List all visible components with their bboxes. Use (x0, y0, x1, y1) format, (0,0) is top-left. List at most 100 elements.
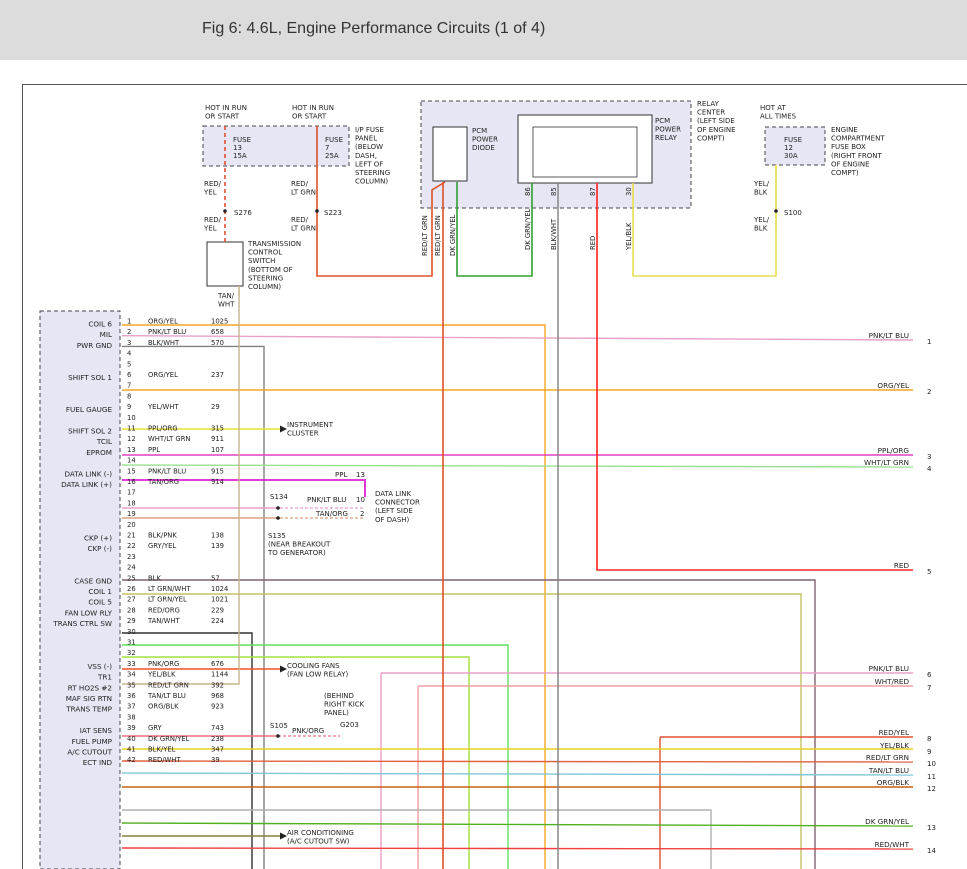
pcm-pin-number: 29 (127, 617, 136, 625)
pcm-pin-wire-color: PNK/LT BLU (148, 328, 186, 336)
relay-wire-label: RED (589, 236, 597, 250)
wire-fuel-pump (121, 822, 914, 827)
pcm-pin-wire-color: PNK/ORG (148, 660, 179, 668)
pcm-pin-circuit: 392 (211, 681, 224, 689)
pcm-pin-circuit: 57 (211, 574, 220, 582)
pcm-pin-number: 26 (127, 585, 136, 593)
air-cond-label: (A/C CUTOUT SW) (287, 838, 350, 846)
right-output-number: 7 (927, 684, 931, 692)
pcm-pin-number: 21 (127, 532, 136, 540)
pcm-pin-name: TR1 (97, 673, 112, 682)
cooling-fans-label: (FAN LOW RELAY) (287, 671, 349, 679)
pcm-pin-circuit: 29 (211, 403, 220, 411)
diagram-frame (22, 84, 967, 869)
pcm-pin-circuit: 229 (211, 606, 224, 614)
wire-coil1 (122, 644, 509, 869)
right-output-wire-label: WHT/RED (875, 677, 910, 686)
wire-relay87-red (596, 183, 913, 571)
right-output-number: 10 (927, 760, 936, 768)
pcm-pin-wire-color: LT GRN/YEL (148, 596, 187, 604)
pcm-pin-circuit: 914 (211, 478, 224, 486)
pcm-pin-number: 34 (127, 671, 136, 679)
pcm-power-diode-label: PCM (472, 127, 487, 135)
right-output-wire-label: PNK/LT BLU (869, 331, 909, 340)
fuse12-splice: S100 (784, 209, 802, 217)
pcm-pin-wire-color: YEL/WHT (147, 403, 179, 411)
splice-s223 (315, 209, 319, 213)
right-output-number: 8 (927, 735, 931, 743)
pcm-pin-number: 22 (127, 542, 136, 550)
wire-layer (121, 126, 914, 869)
pcm-pin-wire-color: TAN/WHT (147, 617, 180, 625)
pcm-pin-name: RT HO2S #2 (68, 683, 112, 692)
splice-s105 (276, 734, 280, 738)
pcm-pin-name: COIL 6 (88, 320, 112, 329)
right-output-wire-label: RED (894, 561, 910, 570)
ip-fuse-panel-label: STEERING (355, 169, 390, 177)
pcm-pin-circuit: 1025 (211, 318, 228, 326)
pcm-pin-wire-color: BLK/YEL (148, 746, 176, 754)
fuse7-label: FUSE (325, 136, 343, 144)
pcm-pin-name: PWR GND (77, 341, 113, 350)
fuse7-hot-label: OR START (292, 113, 327, 121)
dlc-label: (LEFT SIDE (375, 507, 413, 515)
s105-label: S105 (270, 722, 288, 730)
pcm-pin-number: 6 (127, 371, 131, 379)
fuse12-in-wire: YEL/ (753, 180, 770, 188)
pcm-pin-name: DATA LINK (-) (65, 469, 113, 478)
pcm-pin-circuit: 238 (211, 735, 224, 743)
right-output-number: 3 (927, 453, 931, 461)
pcm-pin-circuit: 139 (211, 542, 224, 550)
pcm-pin-number: 37 (127, 703, 136, 711)
pcm-pin-wire-color: WHT/LT GRN (148, 435, 191, 443)
engine-fuse-box-label: OF ENGINE (831, 160, 870, 168)
pcm-pin-number: 19 (127, 510, 136, 518)
ip-fuse-panel-label: COLUMN) (355, 178, 388, 186)
cooling-fans-label: COOLING FANS (287, 662, 340, 670)
pcm-pin-name: IAT SENS (80, 726, 113, 735)
relay-center-label: CENTER (697, 109, 725, 117)
fuse7-out-wire: RED/ (291, 216, 309, 224)
pcm-pin-wire-color: RED/ORG (148, 606, 180, 614)
pcm-pin-number: 38 (127, 713, 136, 721)
pcm-pin-number: 35 (127, 681, 136, 689)
pcm-pin-name: FAN LOW RLY (65, 608, 113, 617)
pcm-power-relay-label: RELAY (655, 134, 678, 142)
fuse7-number: 7 (325, 144, 329, 152)
right-output-number: 9 (927, 748, 931, 756)
relay-wire-label: DK GRN/YEL (524, 208, 532, 250)
pcm-pin-wire-color: RED/WHT (148, 756, 181, 764)
pcm-pin-number: 4 (127, 350, 131, 358)
ac-cutout-arrow (280, 832, 287, 840)
pcm-pin-number: 23 (127, 553, 136, 561)
fuse7-out-wire: LT GRN (291, 225, 316, 233)
pcm-pin-number: 42 (127, 756, 136, 764)
ip-fuse-panel-label: LEFT OF (355, 160, 383, 168)
right-output-number: 6 (927, 671, 932, 679)
pcm-pin-number: 8 (127, 392, 131, 400)
pcm-pin-wire-color: PPL/ORG (148, 425, 178, 433)
pcm-pin-number: 2 (127, 328, 131, 336)
pcm-pin-name: SHIFT SOL 1 (68, 373, 112, 382)
pcm-pin-circuit: 658 (211, 328, 224, 336)
pcm-pin-wire-color: TAN/LT BLU (147, 692, 186, 700)
pcm-pin-name: FUEL GAUGE (66, 405, 113, 414)
right-output-wire-label: RED/YEL (879, 728, 909, 737)
fuse12-out-wire: BLK (754, 225, 768, 233)
fuse13-hot-label: HOT IN RUN (205, 104, 247, 112)
pcm-pin-circuit: 107 (211, 446, 224, 454)
behind-kick-label: (BEHIND (324, 692, 354, 700)
instrument-cluster-label: INSTRUMENT (287, 421, 334, 429)
trans-switch-wire: TAN/ (217, 292, 235, 300)
pcm-pin-number: 40 (127, 735, 136, 743)
pcm-power-diode-label: POWER (472, 136, 498, 144)
pcm-pin-wire-color: GRY (148, 724, 163, 732)
right-output-number: 1 (927, 338, 931, 346)
wire-diode-dk-grn-yel (456, 182, 533, 277)
s135-label: TO GENERATOR) (267, 549, 326, 557)
relay-center-label: RELAY (697, 100, 720, 108)
pcm-pin-number: 18 (127, 499, 136, 507)
trans-switch-label: (BOTTOM OF (248, 266, 293, 274)
pcm-pin-number: 12 (127, 435, 136, 443)
pcm-pin-circuit: 923 (211, 703, 224, 711)
